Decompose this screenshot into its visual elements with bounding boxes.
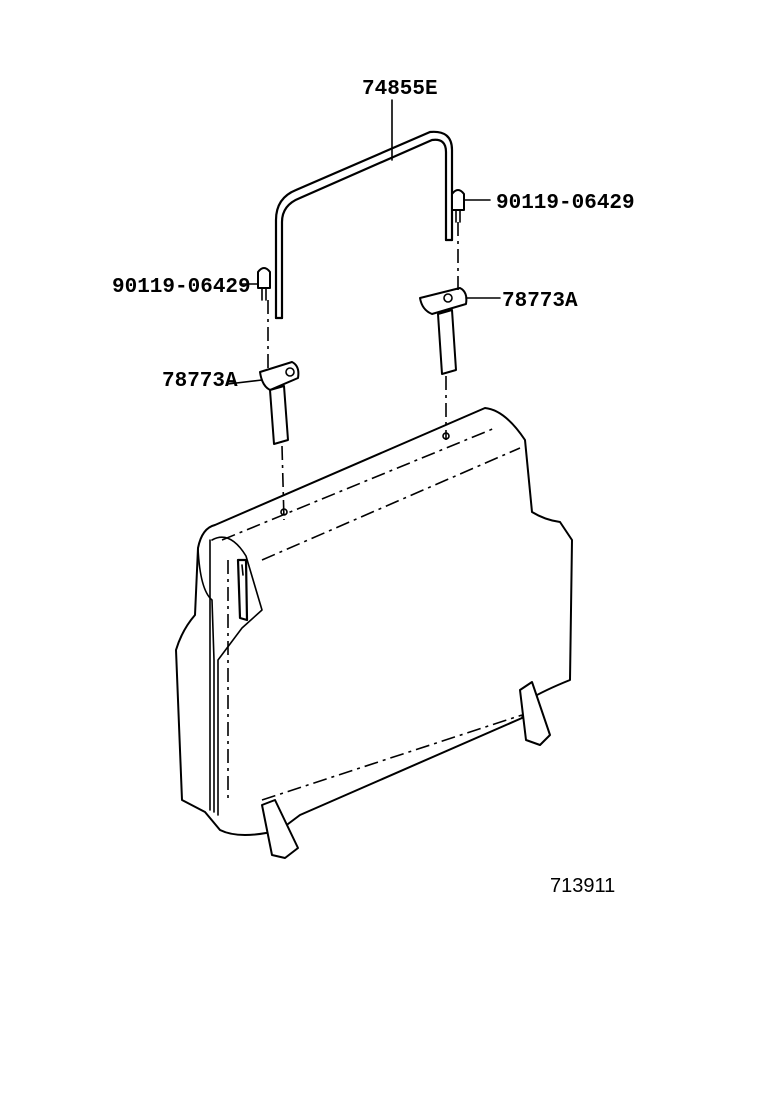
seat-back-cushion xyxy=(175,407,573,859)
callout-bolt-left: 90119-06429 xyxy=(112,276,251,299)
figure-number: 713911 xyxy=(550,875,615,897)
headrest-frame xyxy=(274,99,454,320)
callout-bolt-right: 90119-06429 xyxy=(496,192,635,215)
callout-headrest-frame: 74855E xyxy=(362,78,438,101)
support-right xyxy=(419,287,501,375)
bolt-right xyxy=(451,189,491,223)
callout-support-left: 78773A xyxy=(162,370,238,393)
callout-support-right: 78773A xyxy=(502,290,578,313)
bolt-left xyxy=(239,267,271,301)
assembly-centerlines xyxy=(267,222,459,521)
support-left xyxy=(227,361,300,445)
